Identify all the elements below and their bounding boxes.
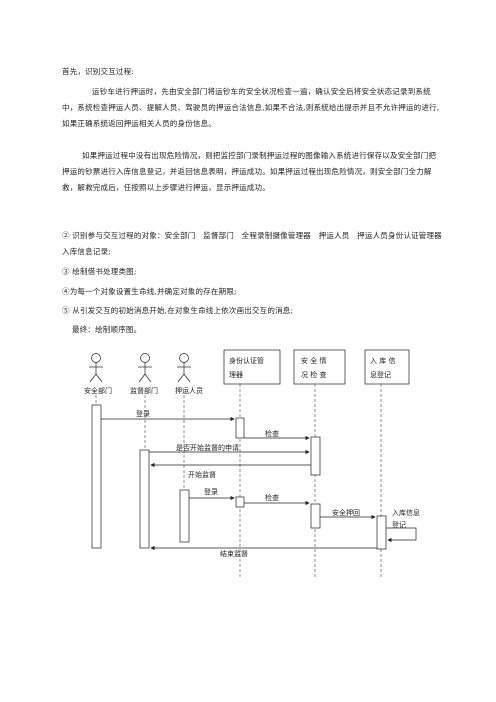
step-draw-class-diagram: ③ 绘制借书处理类图;: [62, 267, 137, 276]
object-label: 理器: [229, 371, 243, 379]
actor-security-dept: [89, 353, 103, 383]
object-box-identity-auth: [223, 349, 281, 385]
activation-bar: [310, 436, 321, 476]
object-label: 息登记: [370, 370, 391, 379]
actor-supervision-dept: [138, 353, 152, 383]
object-box-safety-check: [293, 349, 346, 385]
activation-bar: [376, 515, 387, 550]
self-message-arrow: [386, 527, 417, 543]
message-label: 登录: [136, 409, 150, 418]
object-label: 况 检 查: [301, 370, 326, 379]
step-set-lifelines: ④为每一个对象设置生命线,并确定对象的存在期限;: [62, 287, 237, 296]
final-line: 最终：绘制顺序图。: [72, 325, 142, 334]
activation-bar: [235, 496, 245, 508]
step-draw-messages: ⑤ 从引发交互的初始消息开始,在对象生命线上依次画出交互的消息;: [62, 306, 294, 315]
activation-bar: [235, 417, 245, 439]
activation-bar: [139, 449, 150, 549]
object-label: 身份认证管: [229, 356, 264, 365]
activation-bar: [179, 489, 190, 543]
intro-line: 首先，识别交互过程:: [62, 67, 135, 76]
message-label: 开始监督: [188, 470, 216, 479]
object-box-storage-record: [364, 349, 410, 385]
paragraph-escort-process: 运钞车进行押运时，先由安全部门将运钞车的安全状况检查一遍，确认安全后将安全状态记…: [62, 87, 440, 128]
actor-label: 监督部门: [130, 386, 158, 395]
message-label: 登记: [392, 520, 406, 529]
actor-label: 安全部门: [84, 386, 112, 395]
message-label: 安全押回: [332, 508, 360, 517]
activation-bar: [310, 503, 321, 529]
message-label: 检查: [265, 429, 279, 438]
paragraph-danger-handling: 如果押运过程中没有出现危险情况，则把监控部门录制押运过程的图像输入系统进行保存以…: [62, 151, 437, 192]
message-label: 结束监督: [220, 549, 248, 558]
actor-escort-staff: [177, 353, 191, 383]
activation-bar: [91, 404, 102, 549]
message-label: 是否开始监督的申请: [176, 443, 239, 452]
message-label: 登录: [204, 487, 218, 496]
object-label: 入 库 信: [370, 356, 395, 365]
actor-label: 押运人员: [175, 386, 203, 395]
message-label: 检查: [265, 493, 279, 502]
message-label: 入库信息: [392, 508, 420, 517]
object-label: 安 全 情: [301, 356, 326, 365]
